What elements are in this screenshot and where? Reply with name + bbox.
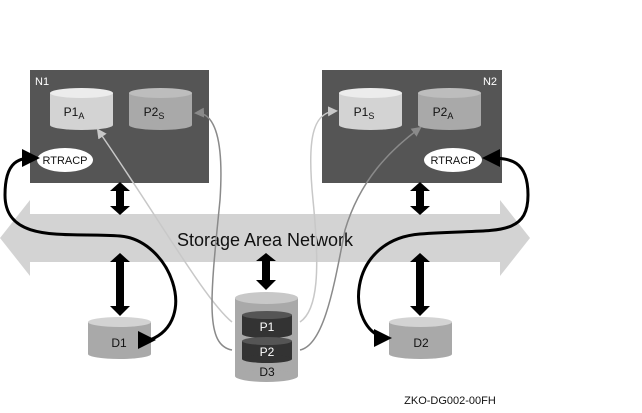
- svg-text:P2S: P2S: [144, 105, 165, 121]
- disk-n1-p2s: P2S: [129, 88, 192, 130]
- rtracp-label: RTRACP: [42, 155, 87, 167]
- rtracp-n2: RTRACP: [424, 148, 482, 172]
- node-n2: N2 P1S P2A RTRACP: [322, 70, 502, 183]
- link-arrows: [110, 182, 430, 316]
- partition-p2: P2: [242, 337, 292, 363]
- disk-d2: D2: [389, 317, 452, 359]
- disk-n1-p1a: P1A: [50, 88, 113, 130]
- rtracp-n1: RTRACP: [37, 148, 93, 172]
- disk-sub: A: [447, 111, 453, 121]
- double-arrow-n2-san: [410, 182, 430, 215]
- arrow-d3p2-to-n1p2s: [194, 107, 233, 351]
- disk-main: P2: [144, 105, 159, 119]
- disk-sub: S: [368, 111, 374, 121]
- disk-d1-label: D1: [111, 336, 127, 350]
- partition-p2-label: P2: [260, 345, 275, 359]
- disk-d2-label: D2: [413, 336, 429, 350]
- curve-rtracp-n1-d1: [3, 149, 178, 342]
- disk-n2-p1s: P1S: [339, 88, 402, 130]
- disk-main: P1: [64, 105, 79, 119]
- double-arrow-san-d3: [256, 253, 276, 290]
- curve-rtracp-n2-d2: [357, 149, 530, 340]
- node-n2-label: N2: [483, 76, 497, 88]
- double-arrow-san-d1: [110, 253, 130, 316]
- partition-p1: P1: [242, 311, 292, 338]
- replication-arrows: [96, 106, 422, 351]
- double-arrow-n1-san: [110, 182, 130, 215]
- san-band: Storage Area Network: [0, 200, 530, 276]
- disk-n2-p2a: P2A: [418, 88, 481, 130]
- svg-text:P2A: P2A: [433, 105, 454, 121]
- node-n1: N1 P1A P2S RTRACP: [30, 70, 209, 183]
- arrow-d3p1-to-n1p1a: [96, 128, 233, 323]
- figure-id: ZKO-DG002-00FH: [404, 395, 496, 407]
- san-label: Storage Area Network: [177, 230, 354, 250]
- svg-text:P1S: P1S: [354, 105, 375, 121]
- disk-d3: P1 P2 D3: [235, 292, 298, 382]
- svg-text:P1A: P1A: [64, 105, 85, 121]
- arrow-d3p2-to-n2p2a: [299, 126, 422, 351]
- double-arrow-san-d2: [410, 253, 430, 316]
- disk-main: P1: [354, 105, 369, 119]
- node-n1-label: N1: [35, 76, 49, 88]
- arrow-d3p1-to-n2p1s: [299, 106, 338, 323]
- disk-d1: D1: [88, 317, 151, 359]
- rtracp-label: RTRACP: [430, 155, 475, 167]
- rtracp-links: [3, 149, 530, 342]
- disk-d3-label: D3: [259, 365, 275, 379]
- disk-sub: S: [158, 111, 164, 121]
- disk-main: P2: [433, 105, 448, 119]
- partition-p1-label: P1: [260, 320, 275, 334]
- disk-sub: A: [78, 111, 84, 121]
